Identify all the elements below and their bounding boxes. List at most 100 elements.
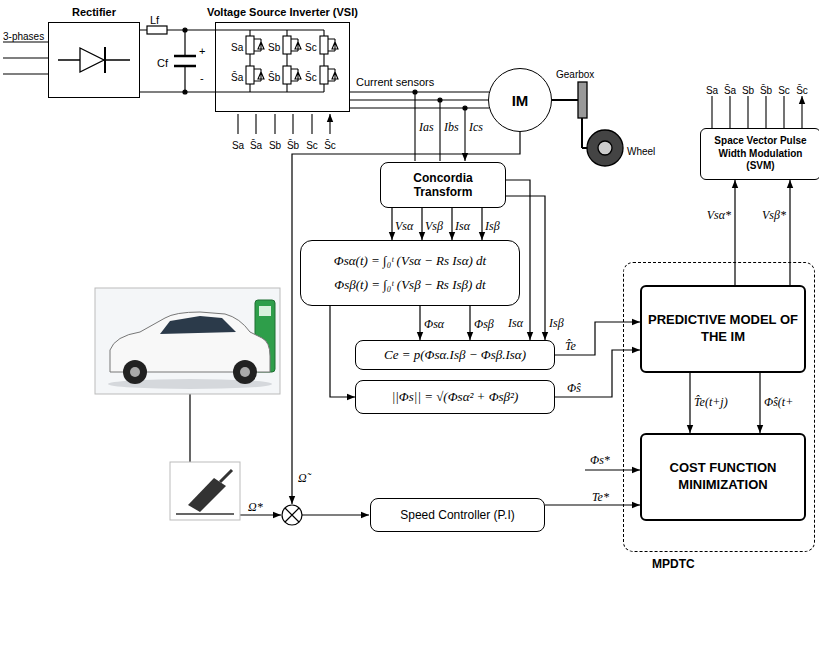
group-heading: MPDTC (652, 557, 695, 571)
switch-label: Sb (268, 37, 280, 55)
summing-junction (282, 505, 302, 525)
igbt-bridge (215, 30, 338, 92)
equation-box: Ce = p(Φsα.Isβ − Φsβ.Isα) (355, 340, 555, 370)
dc-link (174, 56, 196, 66)
gate-signal: S̄c (796, 85, 808, 96)
connector (421, 208, 422, 240)
gate-signal-arrows (238, 114, 330, 134)
inductor-and-dots (438, 98, 442, 102)
inductor-and-dots (147, 26, 167, 34)
connector (419, 306, 420, 340)
signal-label: Isα (508, 313, 523, 331)
gate-signal: Sa (232, 135, 244, 153)
signal-label: Isα (455, 216, 470, 234)
inverter-box: Voltage Source Inverter (VSI) (215, 22, 350, 112)
sensor-caption: Current sensors (356, 72, 434, 90)
switch-label: Sb (268, 42, 280, 53)
gate-signal: Sa (706, 80, 718, 98)
inductor-label: Lf (150, 10, 159, 28)
part-label: Wheel (627, 146, 655, 157)
connector (350, 99, 488, 100)
part-label: Gearbox (556, 64, 594, 82)
igbt-bridge (254, 39, 264, 51)
igbt-bridge (328, 39, 338, 51)
pedal-picture (170, 462, 240, 520)
switch-label: S̄c (305, 67, 317, 85)
reference-signal: Φs* (590, 450, 610, 468)
igbt-bridge (320, 36, 328, 54)
modulator-box: Space Vector Pulse Width Modulation (SVM… (700, 128, 819, 180)
svm-output-arrows (712, 96, 802, 128)
gate-signal: S̄a (724, 80, 736, 98)
summing-junction (285, 508, 299, 522)
feedback-signal: Ω̃ (298, 471, 307, 486)
signal-label: Vsα (395, 216, 413, 234)
polarity-sign: + (199, 45, 205, 57)
current-signal: Ics (469, 120, 483, 135)
box-heading: Rectifier (72, 6, 116, 18)
equation-text: Ce = p(Φsα.Isβ − Φsβ.Isα) (384, 347, 526, 363)
gate-signal: S̄b (760, 80, 772, 98)
signal-label: T̂e(t+j) (694, 395, 728, 410)
igbt-bridge (254, 69, 264, 81)
gate-signal: S̄a (250, 135, 262, 153)
connector (545, 504, 640, 505)
connector (689, 373, 690, 433)
signal-label: Vsβ (425, 216, 443, 234)
signal-label: Vsβ (425, 219, 443, 234)
electric-car-picture (259, 306, 271, 316)
signal-label: Isβ (485, 216, 500, 234)
current-signal: Ias (419, 117, 434, 135)
switch-label: S̄a (231, 72, 243, 83)
igbt-bridge (320, 66, 328, 84)
inductor-and-dots (463, 106, 467, 110)
equation-text: Φsβ(t) = ∫₀ᵗ (Vsβ − Rs Isβ) dt (334, 277, 485, 293)
signal-label: Te* (592, 490, 609, 505)
signal-label: Φ̂s (567, 381, 581, 396)
pedal-picture (220, 470, 232, 482)
signal-label: Vsα (395, 219, 413, 234)
gate-signal: Sb (742, 85, 754, 96)
gate-signal: Sc (306, 140, 318, 151)
connector (350, 91, 489, 92)
dc-link (140, 30, 215, 92)
reference-signal: Ω* (248, 497, 263, 515)
switch-label: Sc (305, 37, 317, 55)
capacitor-label: Cf (157, 53, 168, 71)
signal-label: Te* (592, 487, 609, 505)
process-box: COST FUNCTION MINIMIZATION (640, 433, 806, 521)
dc-link (184, 30, 185, 92)
box-label: PREDICTIVE MODEL OF THE IM (648, 312, 798, 346)
pedal-picture (188, 478, 226, 512)
gate-signal: S̄b (760, 85, 772, 96)
gate-signal: Sa (232, 140, 244, 151)
gate-signal: S̄b (287, 140, 299, 151)
connector (759, 373, 760, 433)
igbt-bridge (291, 69, 301, 81)
inductor-and-dots (413, 90, 417, 94)
motor-label: IM (512, 92, 529, 109)
polarity-sign: - (200, 68, 204, 86)
switch-label: S̄b (268, 67, 280, 85)
three-phase-lines (3, 42, 48, 74)
diode-symbol (104, 47, 106, 73)
connector (350, 107, 489, 108)
polarity-sign: - (200, 72, 204, 84)
gate-signal: S̄a (724, 85, 736, 96)
flux-reference-arrow (585, 469, 640, 470)
signal-label: Φsβ (474, 314, 494, 332)
inductor-and-dots (183, 28, 187, 32)
equation-text: Φsα(t) = ∫₀ᵗ (Vsα − Rs Isα) dt (334, 253, 486, 269)
speed-feedback-line (302, 514, 369, 515)
box-heading: Voltage Source Inverter (VSI) (207, 6, 358, 18)
rectifier-box: Rectifier (48, 22, 140, 98)
equation-box: ||Φs|| = √(Φsα² + Φsβ²) (355, 380, 555, 414)
three-phase-lines (3, 42, 48, 74)
current-signal: Ibs (444, 117, 459, 135)
gate-signal: Sb (742, 80, 754, 98)
diode-symbol (80, 48, 104, 72)
speed-feedback-line (189, 394, 190, 462)
box-label: Speed Controller (P.I) (400, 508, 515, 522)
